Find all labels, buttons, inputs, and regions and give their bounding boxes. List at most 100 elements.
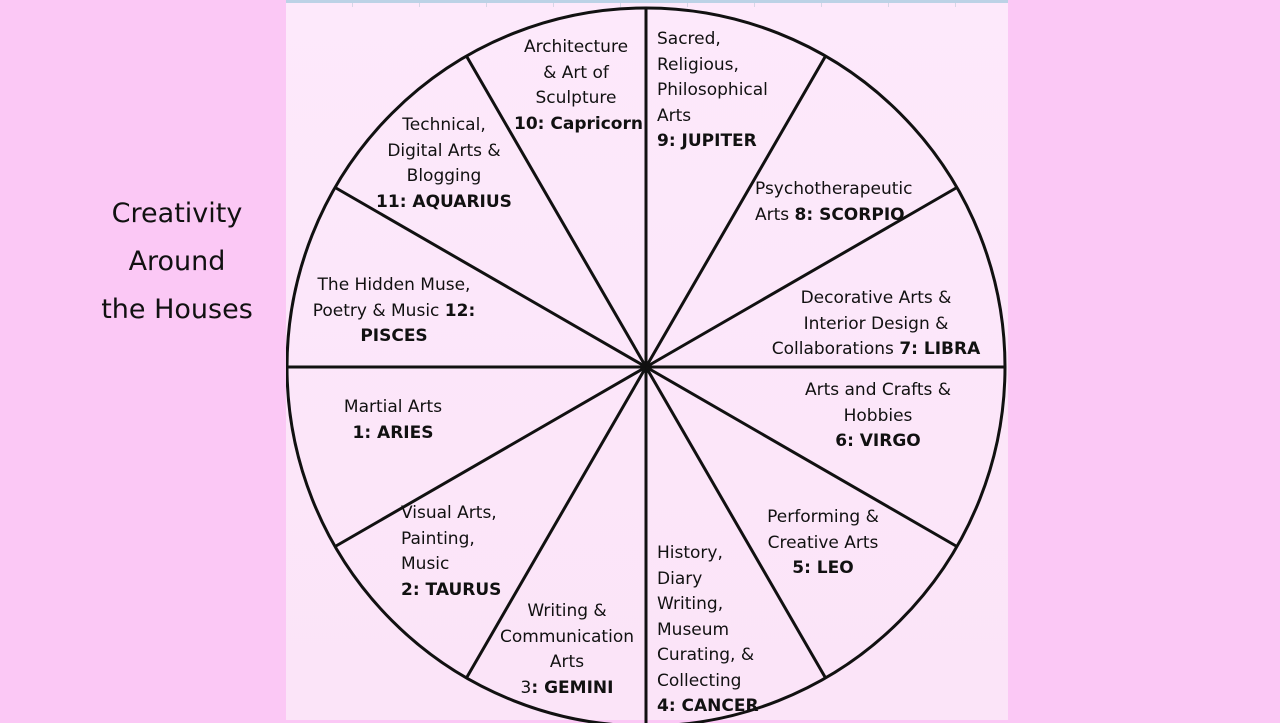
house-description: Psychotherapeutic bbox=[755, 179, 913, 199]
house-label-line: Music bbox=[401, 552, 511, 578]
house-label-line: 3: GEMINI bbox=[496, 676, 638, 702]
house-description: Digital Arts & bbox=[387, 140, 501, 161]
house-number-sign: 2: TAURUS bbox=[401, 579, 502, 600]
house-label-aries: Martial Arts 1: ARIES bbox=[336, 395, 450, 446]
house-wheel-panel: Martial Arts 1: ARIES Visual Arts, Paintin… bbox=[286, 0, 1008, 723]
house-label-line: 9: JUPITER bbox=[657, 129, 777, 155]
house-label-line: Psychotherapeutic bbox=[755, 177, 925, 203]
house-label-line: 1: ARIES bbox=[336, 421, 450, 447]
house-label-line: Sculpture bbox=[514, 86, 638, 112]
house-description: Arts bbox=[755, 204, 795, 225]
house-description: Creative Arts bbox=[767, 532, 879, 553]
house-label-leo: Performing & Creative Arts 5: LEO bbox=[756, 505, 890, 582]
house-label-line: Writing, bbox=[657, 592, 767, 618]
house-description: Music bbox=[401, 554, 450, 574]
house-label-line: Martial Arts bbox=[336, 395, 450, 421]
house-label-line: Painting, bbox=[401, 527, 511, 553]
house-number-sign: 12: bbox=[444, 300, 476, 321]
house-label-line: Architecture bbox=[514, 35, 638, 61]
house-label-line: Arts bbox=[657, 104, 777, 130]
house-description: Hobbies bbox=[843, 405, 913, 426]
house-description: Interior Design & bbox=[803, 313, 949, 334]
house-label-line: Performing & bbox=[756, 505, 890, 531]
house-label-line: Decorative Arts & bbox=[770, 286, 982, 312]
house-description: Painting, bbox=[401, 528, 475, 549]
house-description: Blogging bbox=[406, 166, 482, 186]
house-description: History, bbox=[657, 543, 723, 563]
house-label-line: 2: TAURUS bbox=[401, 578, 511, 604]
house-description: Communication bbox=[500, 626, 634, 647]
house-description: Curating, & bbox=[657, 645, 755, 665]
house-label-capricorn: Architecture & Art of Sculpture 10: Caprico… bbox=[514, 35, 643, 138]
house-number-sign: : GEMINI bbox=[531, 677, 614, 698]
house-description: Collaborations bbox=[771, 339, 900, 359]
house-number-sign: PISCES bbox=[360, 326, 428, 346]
house-description: 3 bbox=[520, 677, 532, 698]
house-label-aquarius: Technical, Digital Arts & Blogging 11: AQUA… bbox=[376, 113, 512, 215]
slide-title-line-3: the Houses bbox=[101, 294, 253, 325]
wheel-spoke bbox=[465, 55, 648, 368]
house-description: Arts bbox=[657, 105, 692, 126]
house-number-sign: 11: AQUARIUS bbox=[376, 191, 512, 212]
house-number-sign: 10: Capricorn bbox=[514, 113, 643, 134]
house-label-line: PISCES bbox=[308, 324, 480, 350]
house-description: The Hidden Muse, bbox=[317, 275, 471, 295]
slide-title-line-2: Around bbox=[128, 246, 226, 277]
house-label-line: 5: LEO bbox=[756, 556, 890, 582]
wheel-spoke bbox=[645, 186, 958, 369]
house-label-line: Writing & bbox=[496, 599, 638, 625]
wheel-spokes bbox=[287, 8, 1005, 723]
house-label-line: Collaborations 7: LIBRA bbox=[770, 337, 982, 363]
house-description: Collecting bbox=[657, 670, 742, 691]
house-description: Performing & bbox=[767, 507, 879, 527]
wheel-spoke bbox=[334, 365, 647, 548]
house-label-pisces: The Hidden Muse,Poetry & Music 12:PISCES bbox=[308, 273, 480, 350]
house-label-line: Creative Arts bbox=[756, 531, 890, 557]
house-number-sign: 1: ARIES bbox=[352, 422, 434, 443]
house-description: Visual Arts, bbox=[401, 503, 497, 523]
house-description: Arts bbox=[549, 652, 585, 672]
house-label-line: Poetry & Music 12: bbox=[308, 299, 480, 325]
house-label-line: 10: Capricorn bbox=[514, 112, 643, 138]
house-description: Museum bbox=[657, 619, 730, 640]
house-label-line: 4: CANCER bbox=[657, 694, 767, 720]
house-description: Architecture bbox=[523, 37, 629, 57]
house-label-line: Curating, & bbox=[657, 643, 767, 669]
house-label-line: Interior Design & bbox=[770, 312, 982, 338]
house-number-sign: 7: LIBRA bbox=[899, 339, 981, 359]
house-description: Martial Arts bbox=[343, 397, 443, 417]
house-label-line: 11: AQUARIUS bbox=[376, 190, 512, 216]
house-number-sign: 5: LEO bbox=[792, 558, 854, 578]
house-label-line: Collecting bbox=[657, 669, 767, 695]
house-number-sign: 8: SCORPIO bbox=[794, 204, 905, 225]
house-label-line: Sacred, bbox=[657, 27, 777, 53]
house-label-line: Arts and Crafts & bbox=[800, 378, 956, 404]
house-number-sign: 4: CANCER bbox=[657, 696, 759, 716]
house-description: & Art of bbox=[543, 62, 609, 83]
house-description: Sculpture bbox=[535, 88, 617, 108]
house-label-libra: Decorative Arts & Interior Design & Collab… bbox=[770, 286, 982, 363]
house-label-line: Museum bbox=[657, 618, 767, 644]
house-label-line: The Hidden Muse, bbox=[308, 273, 480, 299]
house-description: Religious, bbox=[657, 54, 739, 75]
house-label-virgo: Arts and Crafts & Hobbies 6: VIRGO bbox=[800, 378, 956, 455]
house-label-line: Visual Arts, bbox=[401, 501, 511, 527]
house-description: Sacred, bbox=[657, 29, 721, 49]
wheel-spoke bbox=[644, 366, 827, 679]
house-label-line: Technical, bbox=[376, 113, 512, 139]
house-label-line: & Art of bbox=[514, 61, 638, 87]
house-description: Technical, bbox=[402, 115, 486, 135]
house-description: Arts and Crafts & bbox=[804, 380, 952, 400]
house-description: Decorative Arts & bbox=[800, 288, 952, 308]
house-label-line: Religious, bbox=[657, 53, 777, 79]
house-description: Philosophical bbox=[657, 80, 768, 100]
house-label-line: 6: VIRGO bbox=[800, 429, 956, 455]
house-description: Poetry & Music bbox=[312, 300, 445, 321]
house-label-line: Arts bbox=[496, 650, 638, 676]
wheel-spoke bbox=[334, 186, 647, 369]
house-description: Writing, bbox=[657, 594, 724, 614]
house-number-sign: 9: JUPITER bbox=[657, 131, 757, 151]
house-label-taurus: Visual Arts, Painting, Music 2: TAURUS bbox=[401, 501, 511, 603]
